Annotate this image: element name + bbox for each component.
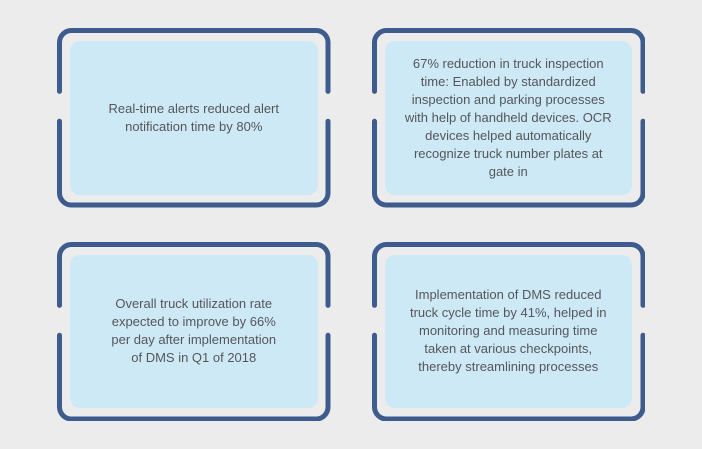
card-body: Real-time alerts reduced alert notificat…: [70, 41, 318, 195]
card-bracket-border: [57, 241, 331, 421]
card-body: Implementation of DMS reduced truck cycl…: [384, 254, 632, 408]
info-card-inspection: 67% reduction in truck inspection time: …: [371, 28, 645, 208]
card-text: Overall truck utilization rate expected …: [111, 296, 277, 366]
card-body: 67% reduction in truck inspection time: …: [384, 41, 632, 195]
card-bracket-border: [57, 28, 331, 208]
info-card-utilization: Overall truck utilization rate expected …: [57, 241, 331, 421]
info-card-cycle-time: Implementation of DMS reduced truck cycl…: [371, 241, 645, 421]
card-bracket-border: [371, 241, 645, 421]
card-text: 67% reduction in truck inspection time: …: [404, 55, 612, 179]
card-bracket-border: [371, 28, 645, 208]
card-text: Implementation of DMS reduced truck cycl…: [409, 287, 607, 375]
card-body: Overall truck utilization rate expected …: [70, 254, 318, 408]
card-text: Real-time alerts reduced alert notificat…: [108, 100, 280, 134]
info-card-alerts: Real-time alerts reduced alert notificat…: [57, 28, 331, 208]
